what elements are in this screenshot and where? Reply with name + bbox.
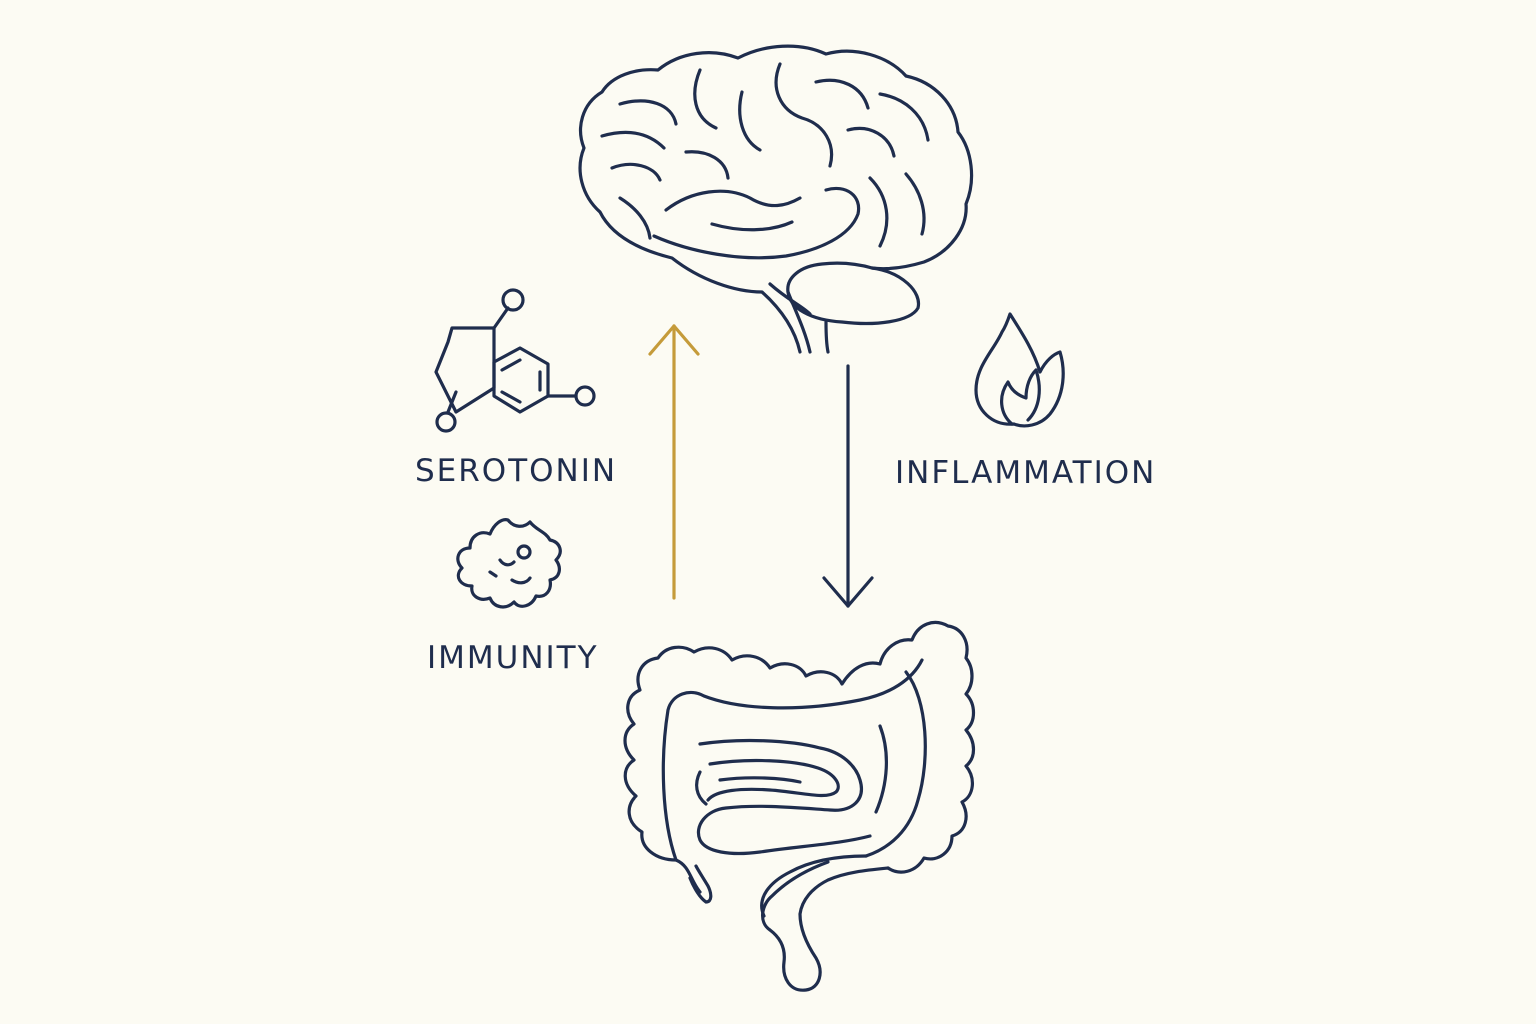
arrow-up-gut-to-brain	[648, 324, 700, 600]
arrow-down-brain-to-gut	[822, 364, 874, 608]
serotonin-label: SEROTONIN	[415, 453, 617, 489]
flame-icon	[974, 312, 1065, 428]
microbe-icon	[456, 518, 562, 609]
brain-icon	[578, 44, 974, 354]
immunity-label: IMMUNITY	[427, 640, 599, 676]
inflammation-label: INFLAMMATION	[895, 455, 1156, 491]
molecule-icon	[434, 288, 596, 433]
intestine-icon	[623, 620, 976, 992]
